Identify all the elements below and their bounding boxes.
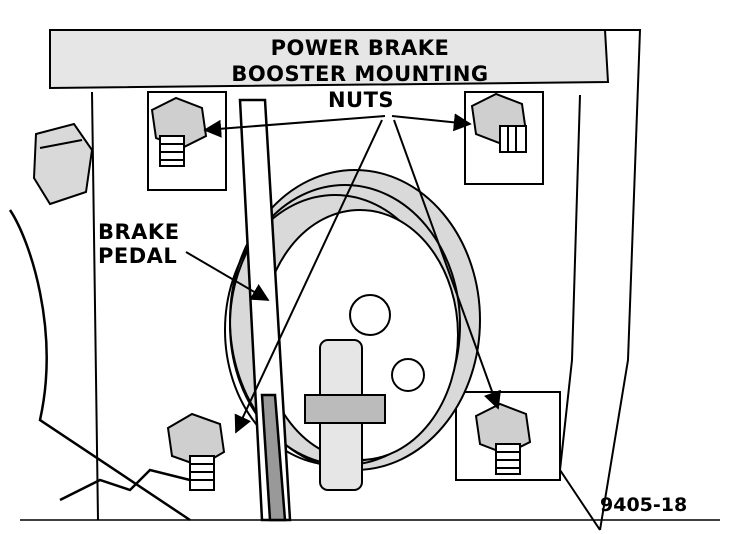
push-rod xyxy=(304,339,386,491)
brake-pedal-arm xyxy=(238,98,292,522)
left-bracket-arm xyxy=(8,209,191,522)
brake-pedal-label-line-2: PEDAL xyxy=(98,244,178,268)
leader-upper-right xyxy=(391,113,472,132)
nut-lower-left xyxy=(166,412,226,491)
side-nut xyxy=(32,122,94,206)
figure-id: 9405-18 xyxy=(600,494,688,516)
nut-upper-left xyxy=(150,96,208,167)
booster-nuts-label-line-2: BOOSTER MOUNTING xyxy=(231,62,489,86)
leader-lower-left xyxy=(234,119,383,434)
leader-lines xyxy=(185,113,501,434)
leader-lower-right xyxy=(393,119,501,410)
nut-lower-right xyxy=(474,402,532,475)
leader-brake-pedal xyxy=(185,251,270,301)
booster-nuts-label-line-1: POWER BRAKE xyxy=(270,36,450,60)
nut-upper-right xyxy=(470,92,528,153)
brake-pedal-label-line-1: BRAKE xyxy=(98,220,180,244)
booster-nuts-label-line-3: NUTS xyxy=(327,88,395,112)
leader-upper-left xyxy=(203,115,386,138)
